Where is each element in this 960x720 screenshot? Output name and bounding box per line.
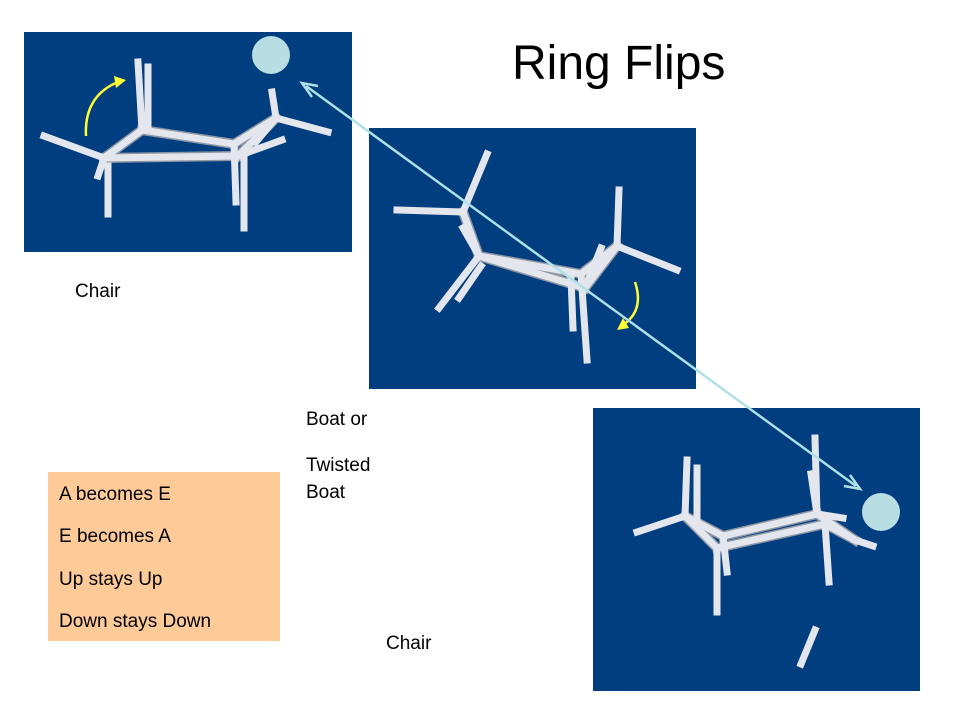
rule-item: Up stays Up: [59, 569, 163, 590]
chair-model-top: [24, 32, 352, 252]
substituent-ball-icon: [252, 36, 290, 74]
chair-model-bottom: [593, 408, 920, 691]
slide-title: Ring Flips: [512, 37, 726, 90]
substituent-ball-icon: [862, 493, 900, 531]
boat-label-line3: Boat: [306, 482, 346, 503]
rotation-arrow-icon: [84, 80, 119, 137]
arrowhead-end-icon: [843, 474, 863, 491]
boat-label-line1: Boat or: [306, 409, 368, 430]
rule-item: Down stays Down: [59, 611, 212, 632]
arrowhead-start-icon: [299, 81, 319, 98]
cyclohexane-chair-bottom-icon: [632, 434, 900, 669]
ring-flip-rules-box: A becomes E E becomes A Up stays Up Down…: [48, 472, 280, 641]
rule-item: A becomes E: [59, 484, 171, 505]
chair-bottom-label: Chair: [386, 633, 432, 654]
cyclohexane-chair-top-icon: [39, 36, 333, 232]
chair-top-label: Chair: [75, 281, 121, 302]
cyclohexane-boat-icon: [393, 149, 682, 364]
boat-label-line2: Twisted: [306, 455, 371, 476]
rule-item: E becomes A: [59, 526, 171, 547]
